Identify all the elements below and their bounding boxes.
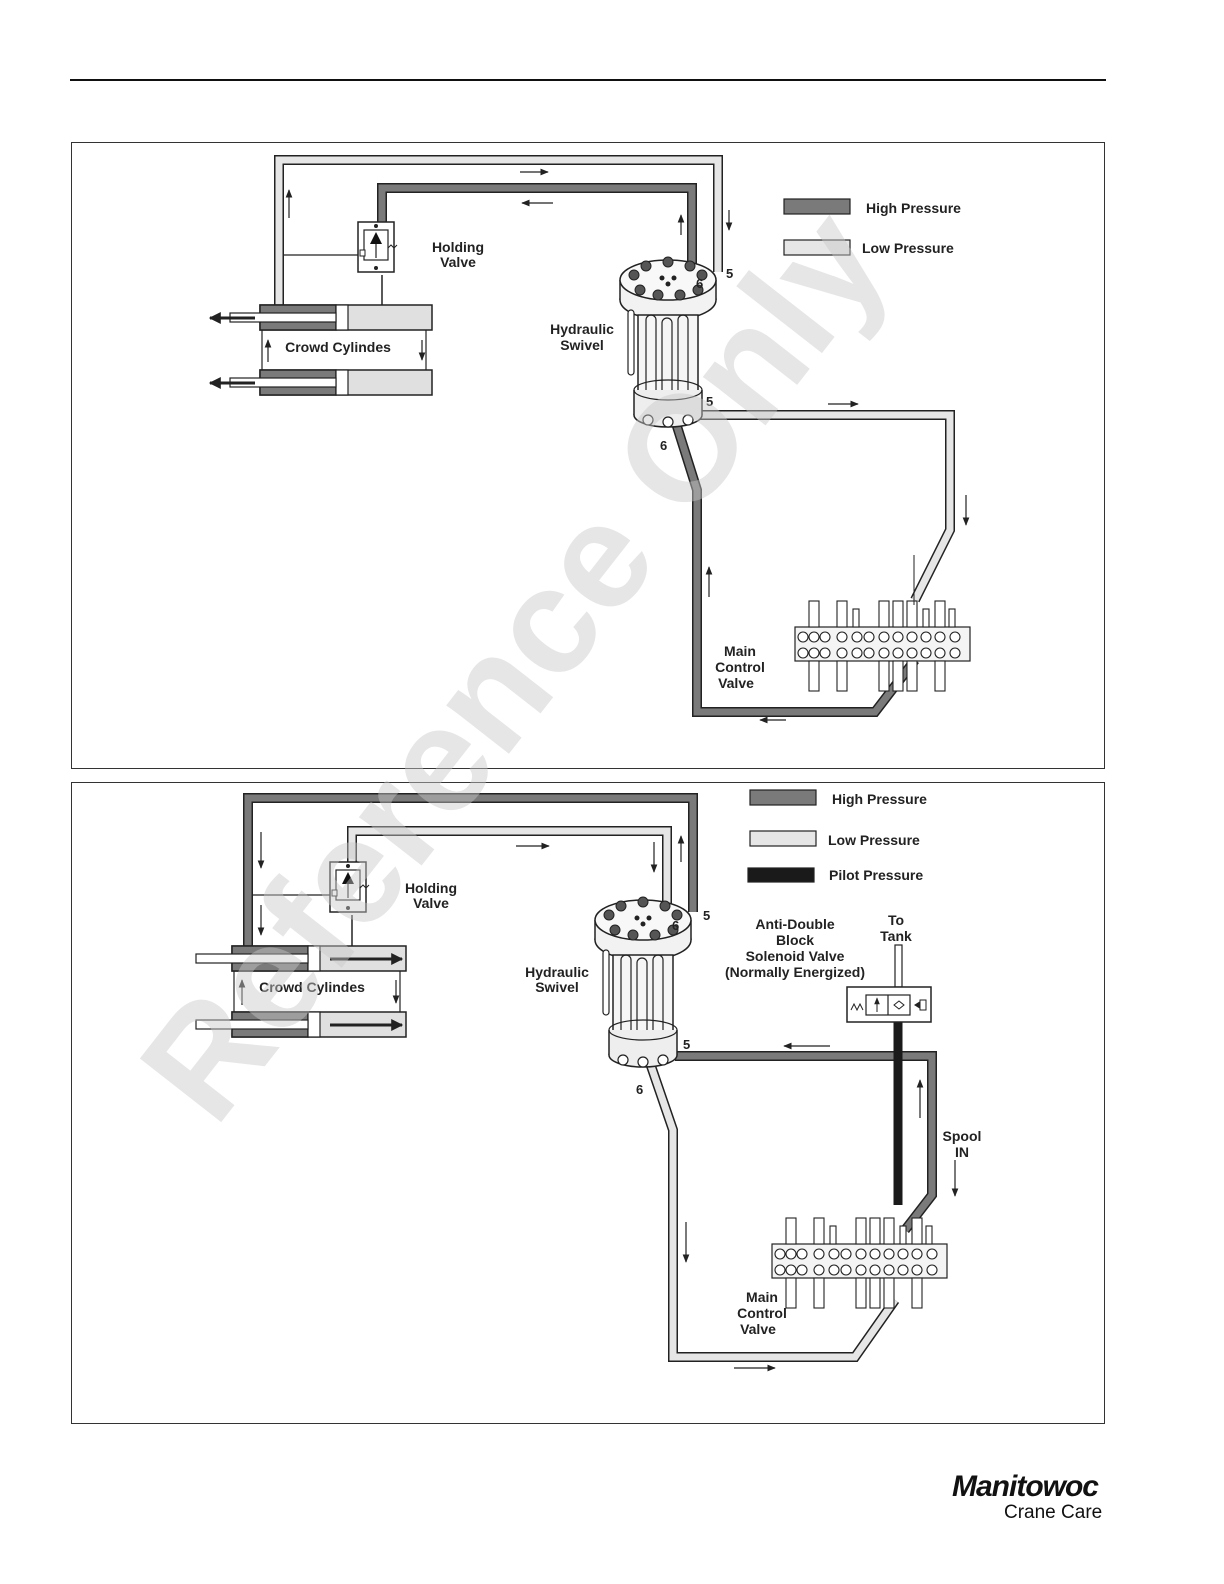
bottom-main-control-valve <box>771 1217 948 1309</box>
top-mcv-label-3: Valve <box>718 675 754 691</box>
bottom-to-tank-label-2: Tank <box>880 928 912 944</box>
bottom-solenoid-label-4: (Normally Energized) <box>725 964 865 980</box>
bottom-legend-high-swatch <box>749 789 817 806</box>
top-port-6-lower: 6 <box>660 438 667 453</box>
bottom-mcv-label-1: Main <box>746 1289 778 1305</box>
top-mcv-label-1: Main <box>724 643 756 659</box>
top-diagram: High Pressure Low Pressure Holding Valve… <box>208 155 971 724</box>
bottom-holding-valve-label-1: Holding <box>405 880 457 896</box>
bottom-legend-low-swatch <box>749 830 817 847</box>
bottom-holding-valve-label-2: Valve <box>413 895 449 911</box>
bottom-legend-low-label: Low Pressure <box>828 832 920 848</box>
logo-sub-text: Crane Care <box>1004 1502 1103 1523</box>
bottom-crowd-cylinders-label: Crowd Cylindes <box>259 979 365 995</box>
bottom-port-5-upper: 5 <box>703 908 710 923</box>
top-legend-high-swatch <box>783 198 851 215</box>
logo-brand-text: Manitowoc <box>952 1470 1099 1503</box>
bottom-legend-pilot-label: Pilot Pressure <box>829 867 923 883</box>
top-port-5-upper: 5 <box>726 266 733 281</box>
bottom-mcv-label-2: Control <box>737 1305 787 1321</box>
bottom-swivel-label-2: Swivel <box>535 979 579 995</box>
bottom-port-5-lower: 5 <box>683 1037 690 1052</box>
bottom-crowd-cylinders <box>195 945 407 1038</box>
bottom-tank-line <box>894 944 903 988</box>
top-swivel-label-1: Hydraulic <box>550 321 614 337</box>
bottom-high-line-lower <box>675 1051 937 1234</box>
top-legend-low-swatch <box>783 239 851 256</box>
top-legend-high-label: High Pressure <box>866 200 961 216</box>
bottom-diagram: High Pressure Low Pressure Pilot Pressur… <box>195 789 982 1372</box>
bottom-solenoid-valve <box>846 986 932 1023</box>
reference-only-watermark: Reference Only <box>108 179 918 1150</box>
header-rule <box>70 79 1106 81</box>
bottom-spool-in-label-1: Spool <box>943 1128 982 1144</box>
top-swivel-label-2: Swivel <box>560 337 604 353</box>
top-main-control-valve <box>794 600 971 692</box>
top-holding-valve-label-1: Holding <box>432 239 484 255</box>
top-crowd-cylinders-label: Crowd Cylindes <box>285 339 391 355</box>
bottom-to-tank-label-1: To <box>888 912 904 928</box>
top-legend-low-label: Low Pressure <box>862 240 954 256</box>
bottom-solenoid-label-3: Solenoid Valve <box>746 948 845 964</box>
bottom-solenoid-label-2: Block <box>776 932 814 948</box>
bottom-swivel-label-1: Hydraulic <box>525 964 589 980</box>
bottom-legend-pilot-swatch <box>747 867 815 883</box>
top-holding-valve-symbol <box>357 221 398 273</box>
bottom-port-6-lower: 6 <box>636 1082 643 1097</box>
top-port-6-upper: 6 <box>696 276 703 291</box>
bottom-mcv-label-3: Valve <box>740 1321 776 1337</box>
bottom-legend-high-label: High Pressure <box>832 791 927 807</box>
manitowoc-crane-care-logo: Manitowoc Crane Care <box>952 1470 1112 1530</box>
top-port-5-lower: 5 <box>706 394 713 409</box>
bottom-port-6-upper: 6 <box>672 918 679 933</box>
bottom-solenoid-label-1: Anti-Double <box>755 916 835 932</box>
top-holding-valve-label-2: Valve <box>440 254 476 270</box>
top-crowd-cylinders <box>229 304 433 396</box>
bottom-spool-in-label-2: IN <box>955 1144 969 1160</box>
top-diagram-frame <box>71 142 1105 769</box>
top-mcv-label-2: Control <box>715 659 765 675</box>
